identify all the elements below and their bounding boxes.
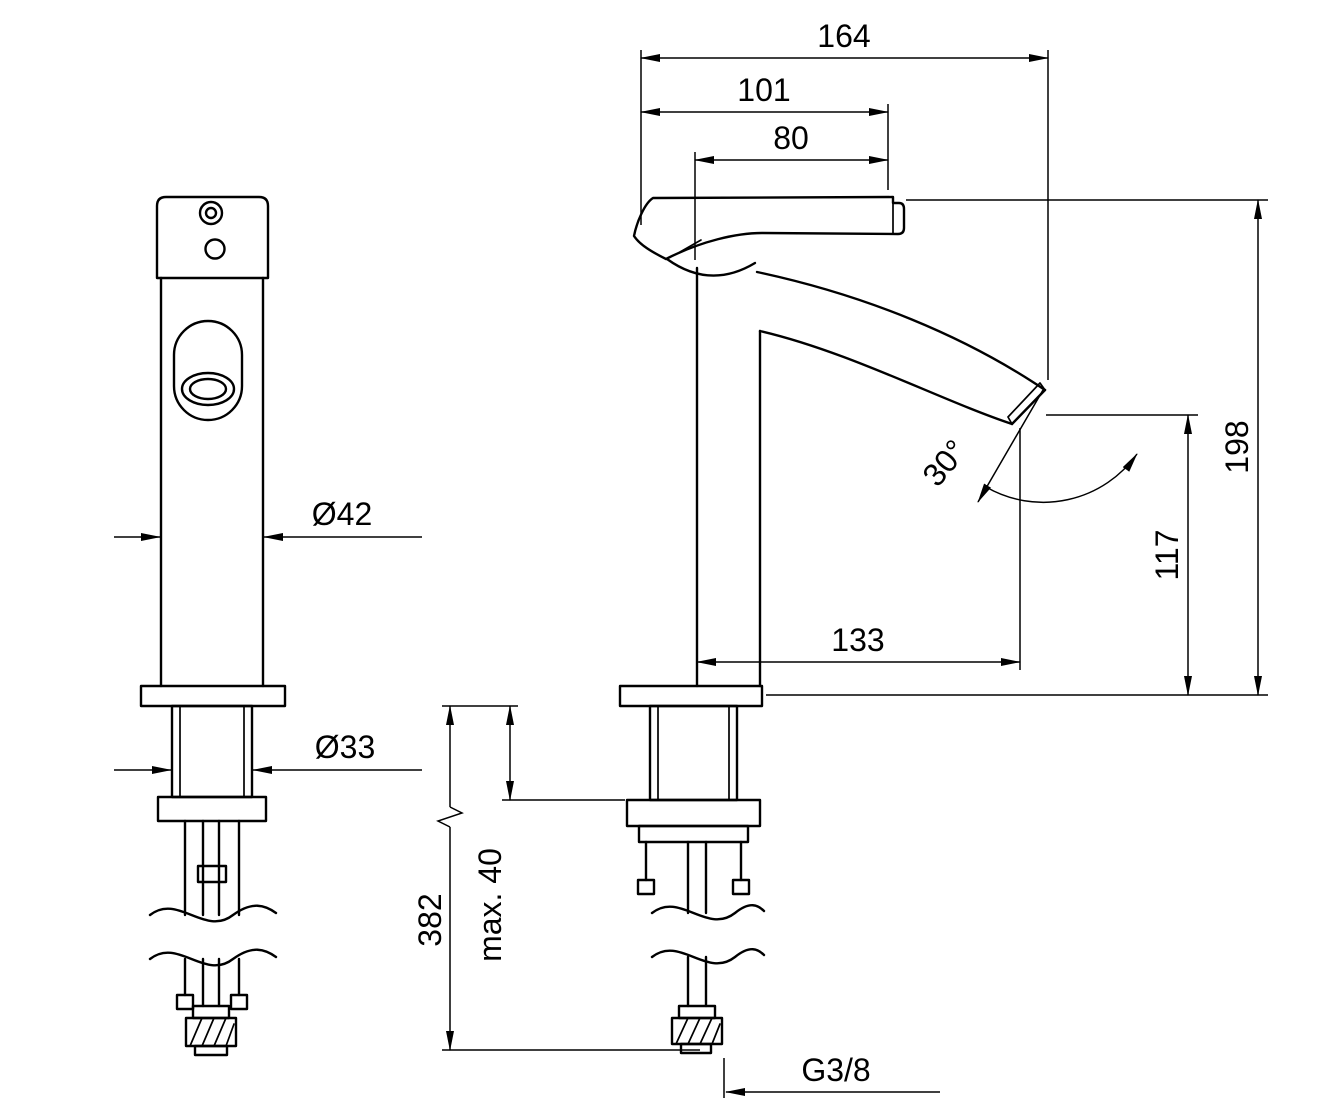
side-break-wave-bottom — [650, 948, 766, 965]
dim-max-deck-thickness-label: max. 40 — [472, 848, 508, 962]
spout-aerator-band — [1007, 382, 1046, 425]
dim-spout-to-handle-end: 101 — [640, 72, 889, 116]
outlet-angle-arc — [985, 453, 1138, 504]
side-connector-tip — [679, 1042, 713, 1055]
side-bolt-nut-left — [636, 878, 656, 896]
dim-spout-to-handle-end-label: 101 — [737, 72, 790, 108]
dim-break-zigzag — [436, 806, 464, 828]
lever-ring-outer — [198, 200, 224, 226]
dim-hose-length: 382 — [412, 705, 464, 1051]
front-stud-nut-left — [175, 993, 195, 1011]
dim-body-diameter-label: Ø42 — [312, 496, 372, 532]
dim-mounting-diameter: Ø33 — [114, 729, 422, 774]
side-view-dimensions: 164 101 80 198 117 133 — [412, 18, 1268, 1098]
front-connector-tip — [193, 1044, 229, 1057]
front-break-wave-top — [148, 904, 278, 923]
front-lock-nut — [156, 795, 268, 823]
side-lock-nut — [625, 798, 762, 828]
dim-outlet-height: 117 — [1149, 414, 1192, 696]
dim-outlet-angle: 30° — [915, 389, 1138, 504]
dim-connection-thread: G3/8 — [725, 1052, 940, 1096]
side-bolt-nut-right — [731, 878, 751, 896]
dim-overall-projection: 164 — [640, 18, 1049, 62]
dim-overall-height-label: 198 — [1219, 420, 1255, 473]
dim-spout-reach-label: 133 — [831, 622, 884, 658]
front-view — [139, 195, 287, 1057]
side-cartridge-dome — [665, 257, 757, 277]
dim-overall-projection-label: 164 — [817, 18, 870, 54]
spout-under-curve — [758, 329, 1014, 426]
dim-handle-length-label: 80 — [773, 120, 809, 156]
dim-overall-height: 198 — [1219, 199, 1262, 696]
side-connector-nut — [670, 1016, 724, 1046]
dim-outlet-angle-label: 30° — [915, 433, 974, 493]
side-base-flange — [618, 684, 764, 708]
side-lever — [632, 195, 906, 261]
front-connector-nut — [184, 1016, 238, 1048]
dim-body-diameter: Ø42 — [114, 496, 422, 541]
dim-mounting-diameter-label: Ø33 — [315, 729, 375, 765]
front-break-wave-bottom — [148, 948, 278, 967]
front-view-dimensions: Ø42 Ø33 — [114, 496, 422, 774]
front-stud-nut-right — [229, 993, 249, 1011]
dim-hose-length-label: 382 — [412, 893, 448, 946]
dim-spout-reach: 133 — [696, 622, 1021, 666]
aerator-inner — [188, 377, 228, 401]
cap-screw-hole — [204, 238, 226, 260]
front-connector-knurl — [189, 1017, 235, 1047]
lever-ring-inner — [204, 206, 218, 220]
dim-handle-length: 80 — [694, 120, 889, 164]
side-connector-collar — [677, 1004, 717, 1020]
side-clamp-bracket — [637, 824, 750, 844]
dim-max-deck-thickness: max. 40 — [472, 705, 514, 962]
dim-connection-thread-label: G3/8 — [801, 1052, 870, 1088]
side-lever-detail — [679, 239, 702, 253]
front-shank — [170, 704, 254, 799]
side-view — [618, 195, 1047, 1055]
dim-outlet-height-label: 117 — [1149, 529, 1185, 580]
side-connector-knurl — [675, 1017, 721, 1045]
front-rod-coupler — [196, 864, 228, 884]
aerator-outer — [180, 371, 236, 407]
spout-outer-curve — [755, 270, 1047, 392]
front-handle-cap — [155, 195, 270, 280]
outlet-flow-line — [977, 389, 1044, 503]
side-break-wave-top — [650, 904, 766, 921]
front-connector-collar — [191, 1004, 231, 1020]
side-shank — [648, 704, 739, 802]
front-spout-recess — [172, 319, 244, 422]
front-base-flange — [139, 684, 287, 708]
